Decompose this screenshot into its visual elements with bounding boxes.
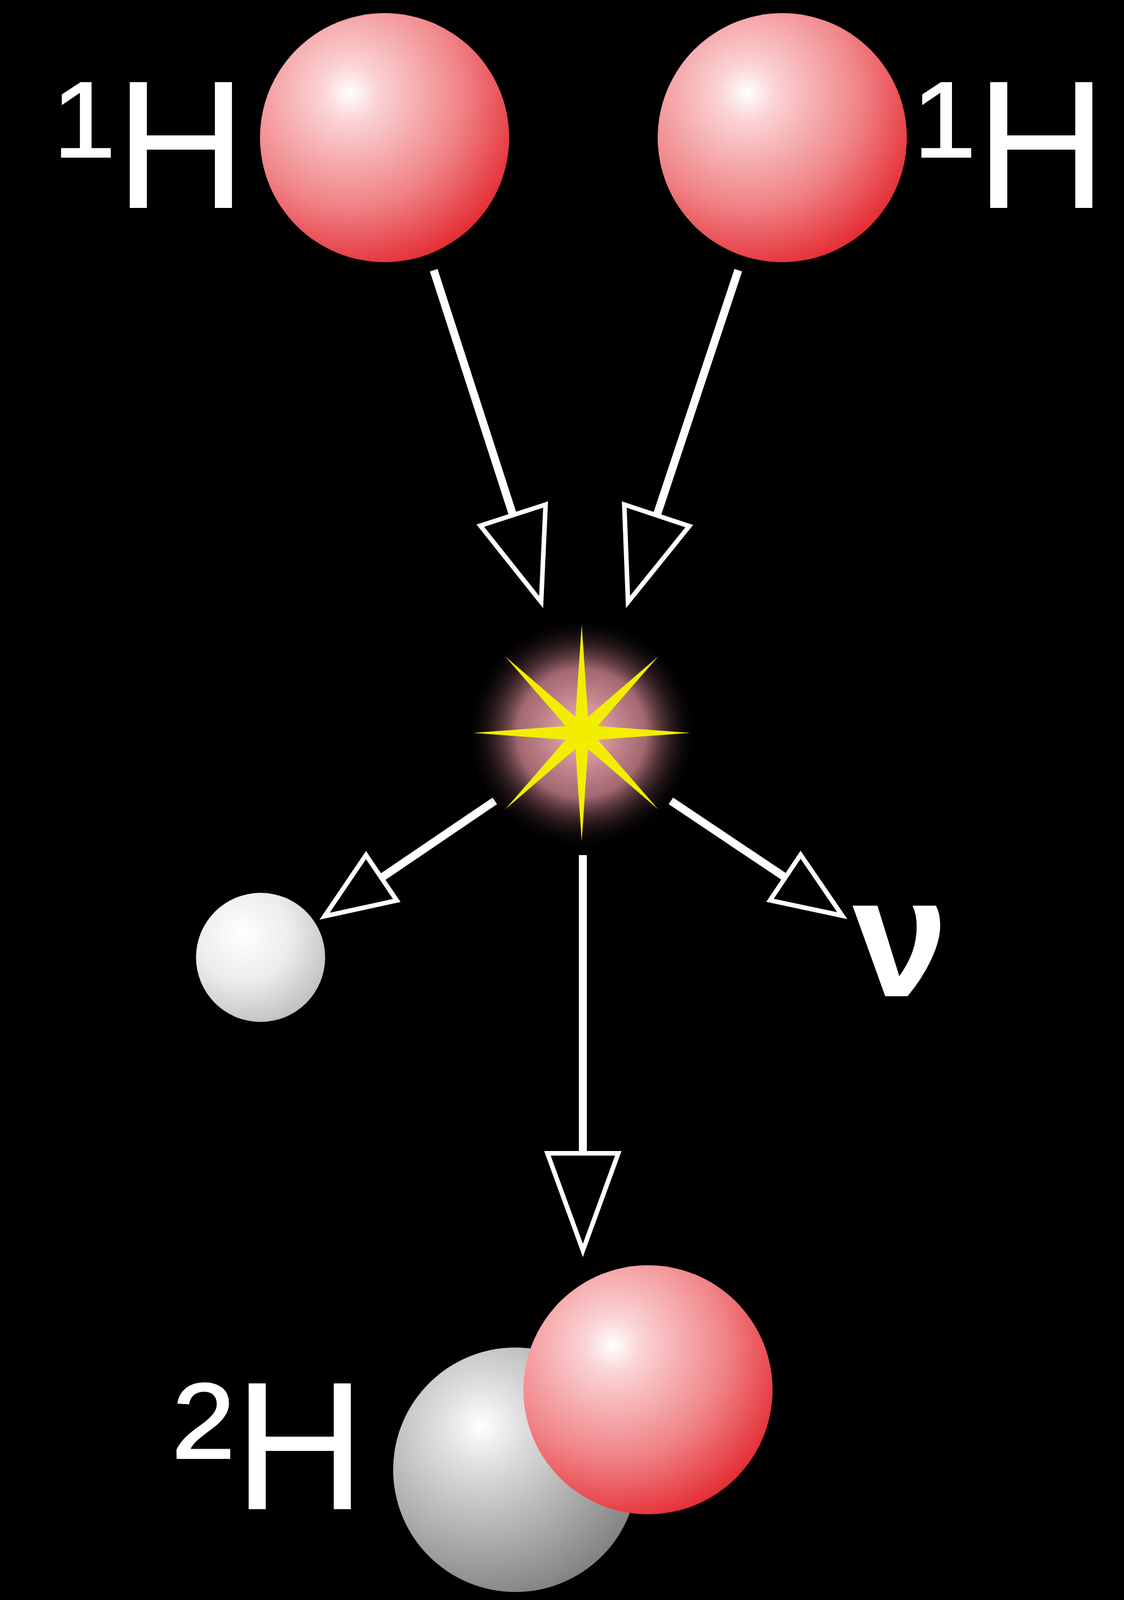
arrow-shaft bbox=[381, 801, 495, 879]
particle-symbol: ν bbox=[852, 851, 948, 1023]
collision-star bbox=[473, 624, 691, 842]
arrow-shaft bbox=[656, 270, 739, 516]
particle-node: ¹H bbox=[628, 11, 1120, 263]
arrow-head bbox=[770, 854, 843, 916]
particle-node: ¹H bbox=[22, 11, 515, 263]
positron-ball bbox=[196, 893, 326, 1023]
arrow-head bbox=[324, 855, 397, 917]
arrow-head bbox=[547, 1153, 619, 1251]
arrow-head bbox=[480, 504, 546, 603]
isotope-symbol: ¹H bbox=[914, 53, 1108, 236]
isotope-symbol: ²H bbox=[172, 1354, 366, 1538]
proton-ball bbox=[523, 1265, 773, 1515]
isotope-symbol: ¹H bbox=[53, 53, 247, 236]
proton-ball bbox=[260, 13, 510, 263]
arrow-shaft bbox=[578, 855, 587, 1154]
collision-glow bbox=[464, 616, 699, 851]
arrow-shaft bbox=[670, 801, 786, 878]
particle-node: ²H bbox=[114, 1251, 783, 1595]
proton-ball bbox=[657, 13, 907, 263]
arrow-head bbox=[624, 504, 690, 603]
arrow-shaft bbox=[433, 270, 514, 516]
